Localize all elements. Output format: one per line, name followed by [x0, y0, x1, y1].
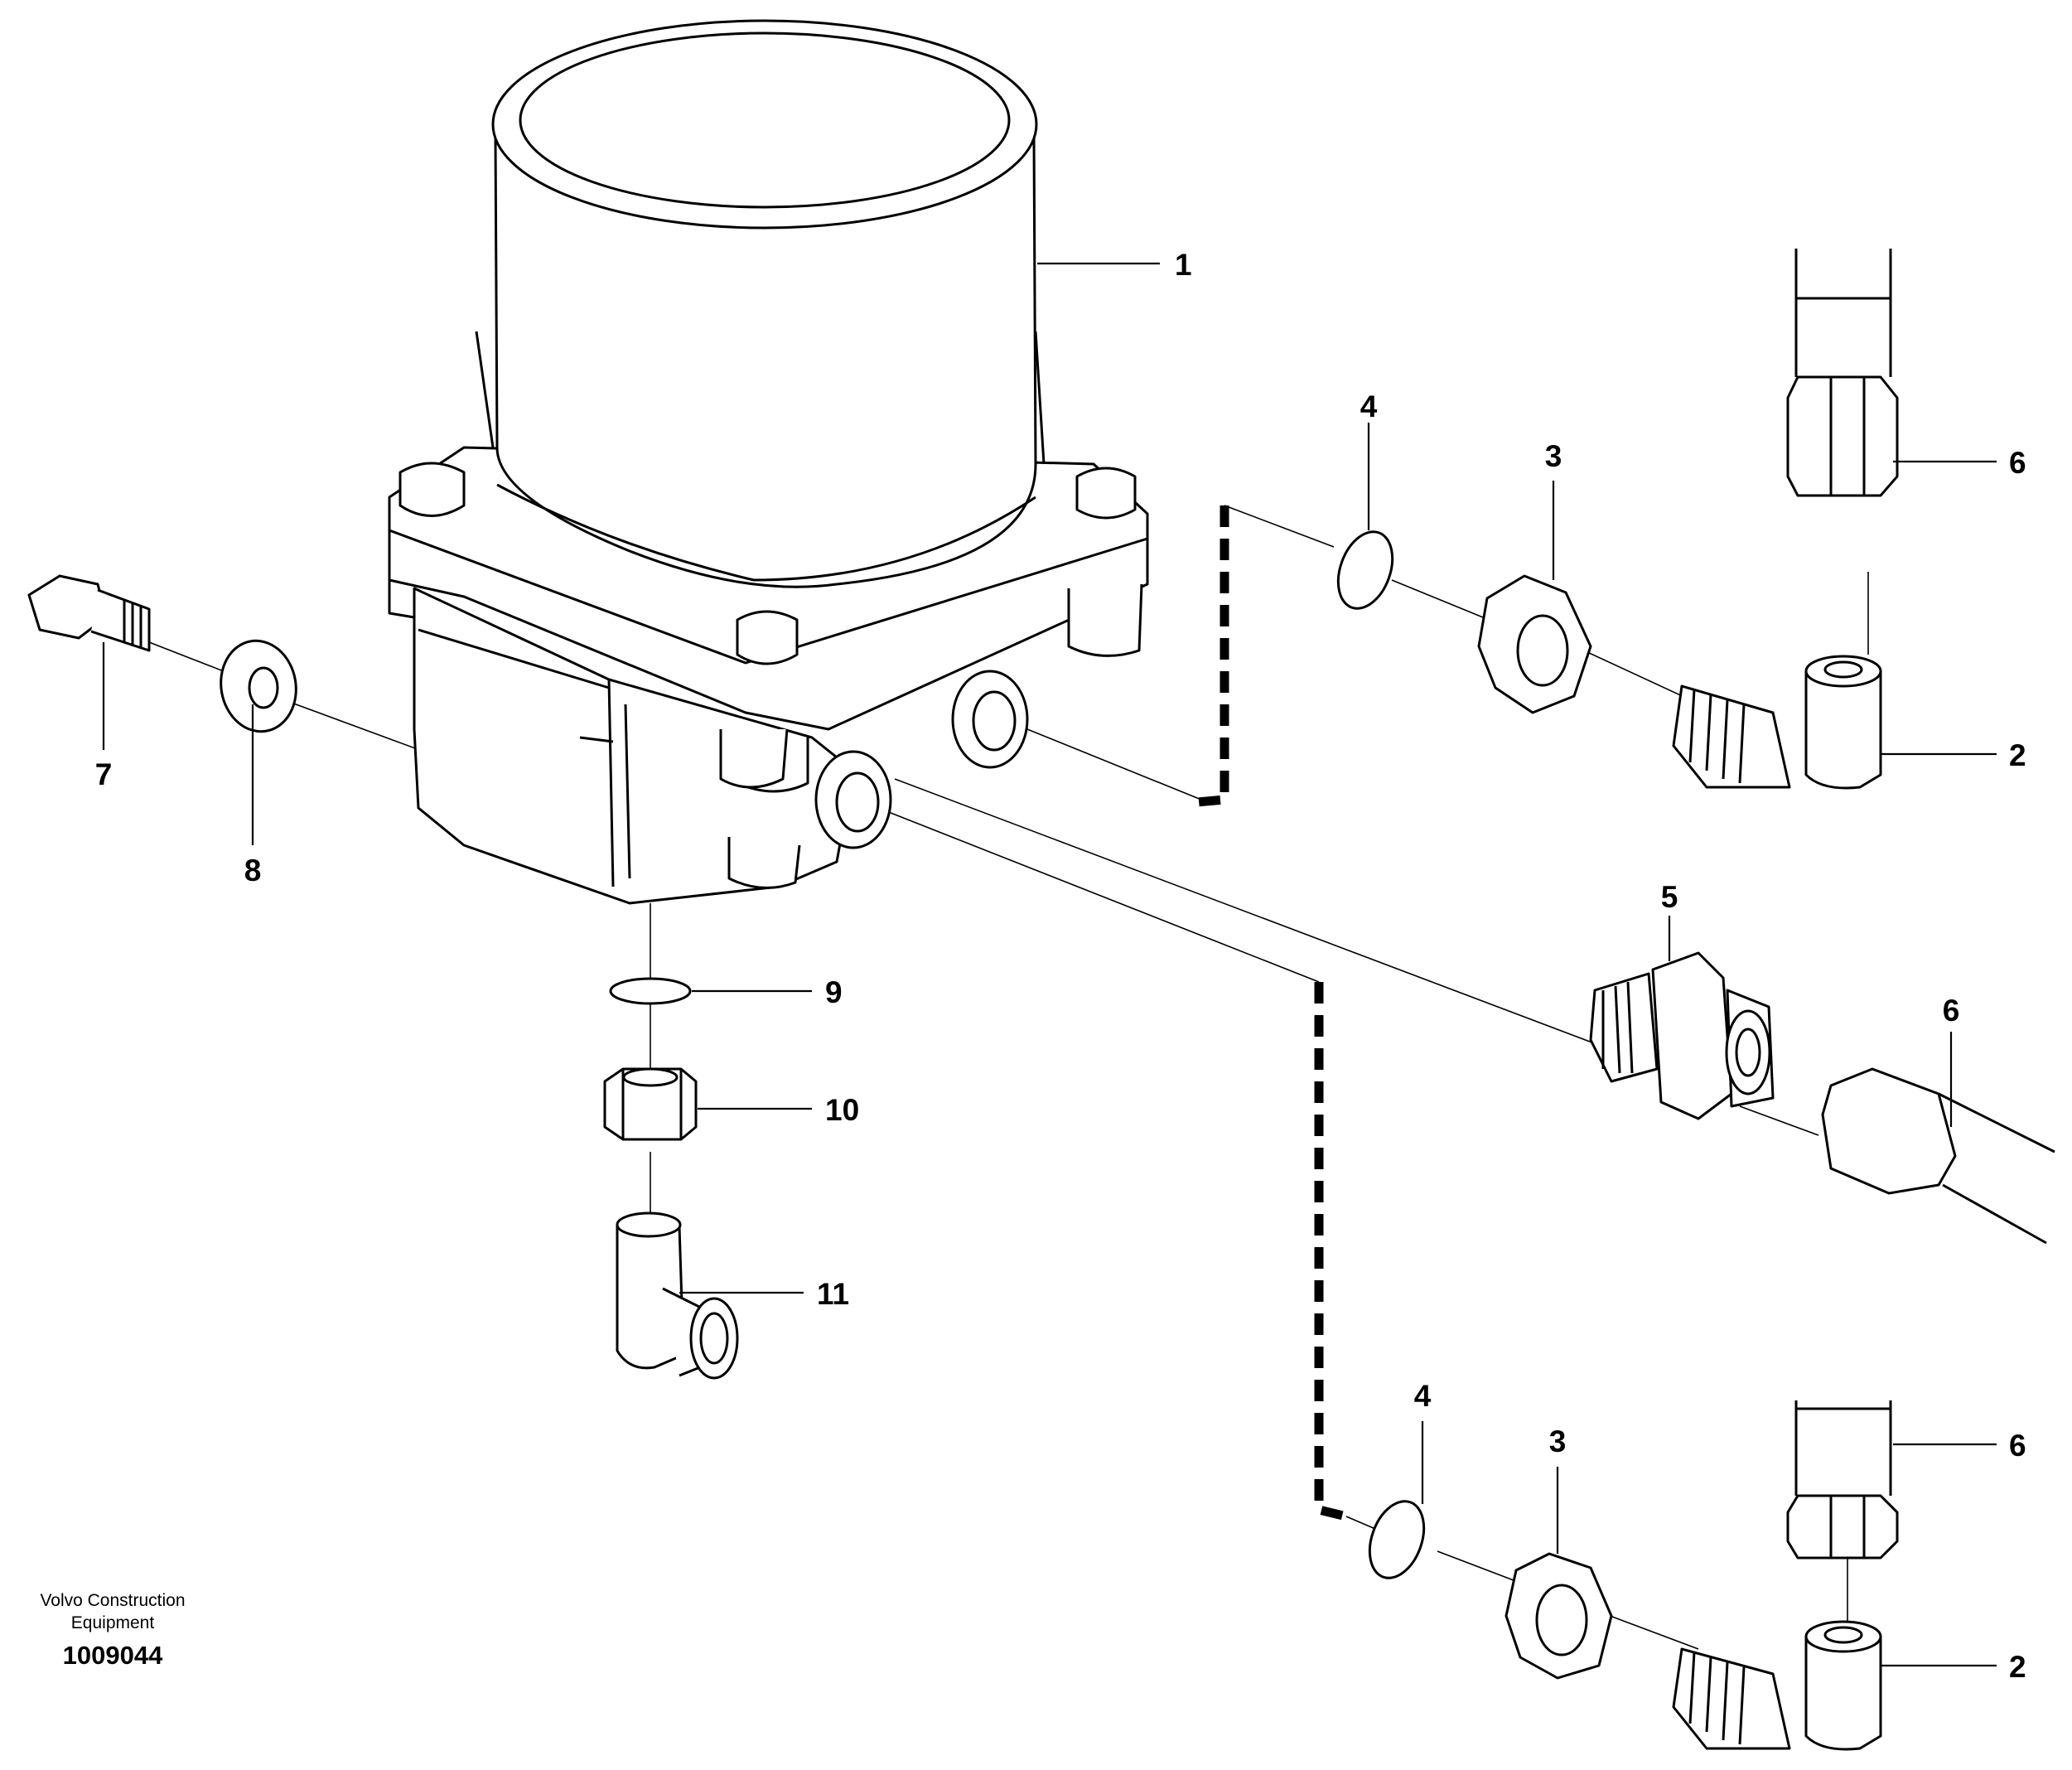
- hose-middle: [1821, 1067, 2055, 1245]
- callout-9: 9: [825, 975, 843, 1009]
- callout-7: 7: [95, 757, 113, 791]
- lower-port-group: [1368, 1400, 1899, 1751]
- callout-4-upper: 4: [1360, 389, 1378, 423]
- callout-2-upper: 2: [2009, 738, 2026, 772]
- credit-line-1: Volvo Construction: [40, 1591, 185, 1610]
- callout-6-upper: 6: [2009, 446, 2026, 480]
- callout-6-middle: 6: [1943, 994, 1960, 1028]
- o-ring-bottom: [609, 977, 692, 1005]
- elbow-fitting-upper: [1672, 655, 1882, 790]
- elbow-fitting-bottom: [616, 1211, 739, 1380]
- nut-upper: [1477, 574, 1592, 714]
- document-number: 1009044: [63, 1641, 163, 1670]
- callout-4-lower: 4: [1414, 1379, 1432, 1413]
- middle-port-group: [1589, 951, 2055, 1245]
- air-dryer-assembly: [388, 19, 1149, 905]
- o-ring-upper: [1336, 530, 1394, 610]
- washer: [220, 639, 297, 733]
- callout-5: 5: [1661, 880, 1678, 914]
- callout-1: 1: [1175, 248, 1192, 282]
- leader-lines: [102, 262, 1997, 1667]
- callout-11: 11: [817, 1277, 849, 1311]
- upper-port-group: [1336, 249, 1899, 790]
- callout-3-upper: 3: [1545, 439, 1562, 473]
- o-ring-lower: [1368, 1500, 1426, 1579]
- nut-bottom: [603, 1067, 698, 1141]
- callout-6-lower: 6: [2009, 1429, 2026, 1463]
- callout-8: 8: [244, 854, 262, 887]
- elbow-fitting-lower: [1672, 1620, 1882, 1751]
- union-fitting: [1589, 951, 1775, 1120]
- callout-labels: 1 4 3 6 2 7 8 5 6 9 10 11 4 3 6 2: [95, 248, 2026, 1684]
- bolt: [27, 574, 151, 652]
- callout-10: 10: [825, 1093, 859, 1127]
- hose-upper: [1786, 249, 1899, 497]
- callout-3-lower: 3: [1549, 1424, 1567, 1458]
- credit-line-2: Equipment: [71, 1613, 155, 1632]
- callout-2-lower: 2: [2009, 1650, 2026, 1684]
- hose-lower: [1786, 1400, 1899, 1560]
- flange-bolts: [398, 462, 1137, 665]
- nut-lower: [1504, 1552, 1613, 1680]
- routing-lines: [1196, 505, 1348, 1521]
- outlet-ports: [719, 670, 1029, 849]
- credit-block: Volvo Construction Equipment 1009044: [40, 1591, 185, 1670]
